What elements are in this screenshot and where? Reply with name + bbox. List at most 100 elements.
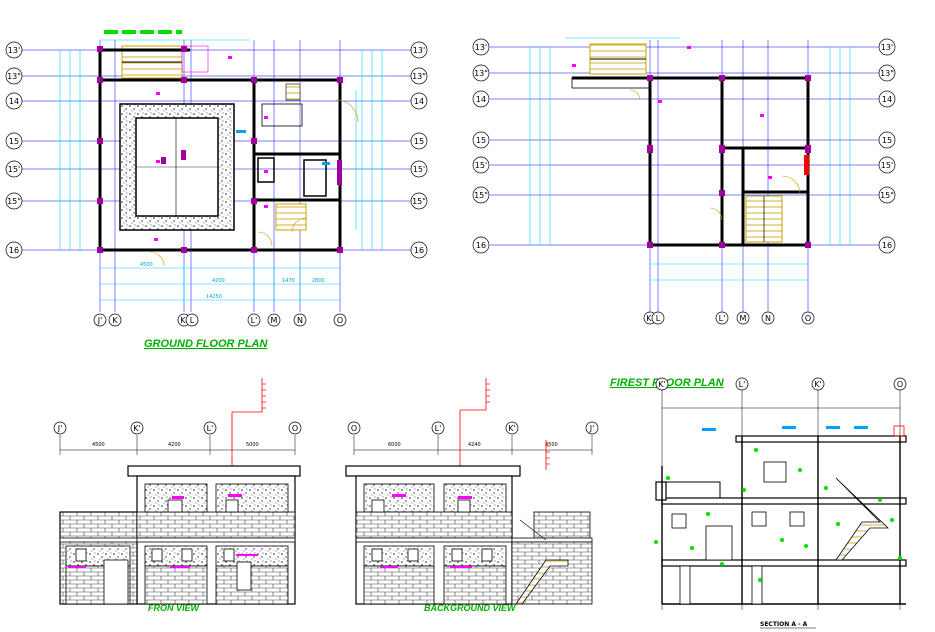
front-view-title: FRON VIEW: [148, 603, 201, 613]
ground-floor-plan: 13' 13" 14 15 15' 15" 16 13' 13" 14 15 1…: [5, 30, 428, 350]
front-grid-lines: [59, 435, 296, 455]
level-label: 15: [882, 136, 892, 145]
grid-bubble: L': [431, 421, 445, 435]
section-grid-bubbles: K' L' K' O: [655, 377, 907, 391]
first-level-lines: [490, 46, 880, 246]
back-grid-bubbles: O L' K' J': [347, 421, 599, 435]
level-bubble: 15': [410, 160, 428, 178]
dim-label: 4500: [545, 442, 558, 448]
grid-label: J': [589, 424, 595, 433]
grid-bubble: L': [203, 421, 217, 435]
grid-label: K': [508, 424, 515, 433]
grid-bubble: K: [108, 313, 122, 327]
grid-label: L': [435, 424, 442, 433]
grid-bubble: L': [715, 311, 729, 325]
grid-label: K': [658, 380, 665, 389]
level-label: 16: [9, 246, 19, 255]
level-bubble: 13': [5, 41, 23, 59]
section-slabs: [655, 435, 907, 567]
first-grid-bubbles: K' L L' M N O: [643, 311, 815, 325]
first-floor-plan: 13' 13" 14 15 15' 15" 16 13' 13" 14 15 1…: [472, 37, 896, 389]
first-room-tags: [572, 46, 772, 179]
grid-bubble: M: [267, 313, 281, 327]
level-label: 13': [8, 46, 20, 55]
dim-label: 2800: [312, 278, 325, 284]
back-windows: [371, 499, 493, 562]
grid-label: N: [765, 314, 771, 323]
level-bubble: 15: [878, 131, 896, 149]
grid-label: L': [739, 380, 746, 389]
level-label: 13": [474, 69, 488, 78]
level-bubble: 15: [410, 132, 428, 150]
back-grid-lines: [353, 435, 593, 455]
level-label: 15": [412, 197, 426, 206]
grid-label: M: [740, 314, 747, 323]
back-level-marker: [459, 378, 487, 466]
grid-bubble: L: [185, 313, 199, 327]
level-label: 13": [7, 72, 21, 81]
level-bubble: 13": [472, 64, 490, 82]
level-bubble: 13': [410, 41, 428, 59]
level-label: 13": [880, 69, 894, 78]
level-bubble: 13': [472, 38, 490, 56]
grid-label: O: [337, 316, 343, 325]
grid-label: M: [271, 316, 278, 325]
ground-dim-ticks: [56, 75, 386, 304]
level-label: 14: [9, 97, 19, 106]
grid-bubble: K': [655, 377, 669, 391]
section-walls: [661, 436, 906, 605]
level-bubble: 16: [410, 241, 428, 259]
front-parapet: [127, 465, 301, 477]
grid-bubble: L: [651, 311, 665, 325]
level-label: 16: [476, 241, 486, 250]
grid-bubble: O: [333, 313, 347, 327]
grid-label: K': [814, 380, 821, 389]
dim-label: 4500: [140, 262, 153, 268]
level-bubble: 15': [472, 156, 490, 174]
grid-bubble: L': [735, 377, 749, 391]
level-bubble: 13": [5, 67, 23, 85]
level-bubble: 16: [878, 236, 896, 254]
back-parapet: [345, 465, 521, 477]
grid-label: J': [57, 424, 63, 433]
level-label: 13': [413, 46, 425, 55]
background-view: O L' K' J' 6000 4240 4500: [345, 378, 599, 613]
level-label: 13": [412, 72, 426, 81]
ground-top-marks: [104, 30, 182, 34]
level-label: 14: [476, 95, 486, 104]
grid-label: L': [207, 424, 214, 433]
level-bubble: 15: [5, 132, 23, 150]
grid-label: L: [656, 314, 661, 323]
front-view: J' K' L' O 4500 4200 5000: [53, 378, 302, 613]
level-label: 15': [8, 165, 20, 174]
ground-stair: [275, 203, 307, 231]
grid-label: J': [97, 316, 103, 325]
grid-label: K': [133, 424, 140, 433]
level-bubble: 14: [878, 90, 896, 108]
level-bubble: 13": [878, 64, 896, 82]
first-level-bubbles: 13' 13" 14 15 15' 15" 16 13' 13" 14 15 1…: [472, 38, 896, 254]
grid-bubble: J': [93, 313, 107, 327]
level-label: 13': [475, 43, 487, 52]
dim-label: 4500: [92, 442, 105, 448]
grid-bubble: J': [585, 421, 599, 435]
level-bubble: 13": [410, 67, 428, 85]
grid-bubble: O: [347, 421, 361, 435]
level-label: 13': [881, 43, 893, 52]
level-bubble: 14: [5, 92, 23, 110]
section-a-a: K' L' K' O: [654, 377, 907, 629]
dim-label: 4240: [468, 442, 481, 448]
level-bubble: 15: [472, 131, 490, 149]
level-bubble: 16: [472, 236, 490, 254]
level-label: 15": [880, 191, 894, 200]
back-level-ticks: [486, 383, 550, 465]
level-label: 15": [7, 197, 21, 206]
level-bubble: 14: [472, 90, 490, 108]
ground-glass-marks: [236, 130, 330, 165]
ground-floor-plan-title: GROUND FLOOR PLAN: [144, 338, 268, 350]
dim-label: 4200: [212, 278, 225, 284]
back-stair: [515, 559, 569, 605]
front-level-ticks: [262, 383, 266, 409]
grid-label: O: [897, 380, 903, 389]
